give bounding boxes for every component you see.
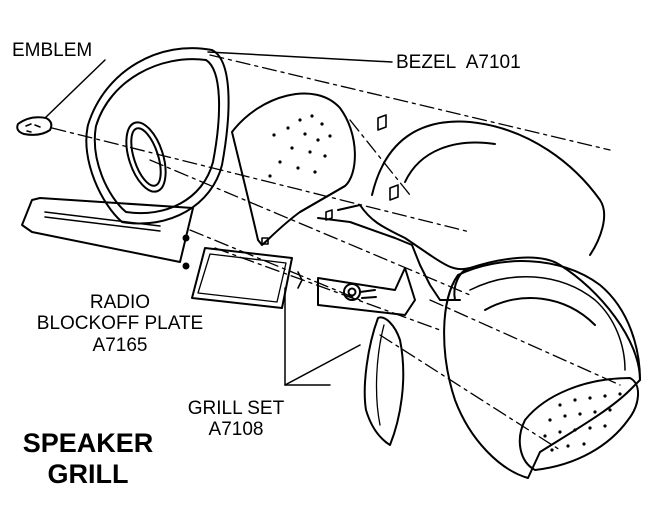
bezel-label: BEZEL A7101: [396, 52, 521, 73]
grill-set-name: GRILL SET: [187, 398, 285, 419]
title-line2: GRILL: [47, 459, 129, 490]
emblem-label: EMBLEM: [12, 40, 93, 61]
bracket-plate-part: [191, 247, 293, 309]
radio-blockoff-plate-label: RADIO BLOCKOFF PLATE A7165: [16, 292, 224, 356]
radio-label-line1: RADIO: [89, 292, 151, 313]
grill-set-label: GRILL SET A7108: [176, 398, 296, 441]
leader-lines: [44, 51, 393, 386]
radio-part-number: A7165: [92, 334, 148, 356]
hardware-clips: [261, 114, 399, 289]
radio-label-line2: BLOCKOFF PLATE: [36, 313, 204, 335]
diagram-title: SPEAKER GRILL: [18, 428, 158, 490]
speaker-grill-part: [518, 377, 639, 471]
bezel-name: BEZEL: [396, 52, 457, 73]
dash-panel-part: [317, 120, 641, 381]
grill-set-part: [363, 316, 405, 446]
bezel-part: [85, 47, 230, 225]
emblem-part: [16, 116, 53, 136]
title-line1: SPEAKER: [22, 428, 154, 458]
bezel-part-number: A7101: [465, 52, 521, 73]
grill-set-part-number: A7108: [208, 419, 264, 441]
radio-blockoff-plate-part: [21, 197, 194, 270]
mounting-bracket-part: [317, 267, 416, 316]
speaker-dome-part: [443, 260, 641, 479]
speaker-housing-part: [231, 92, 356, 246]
